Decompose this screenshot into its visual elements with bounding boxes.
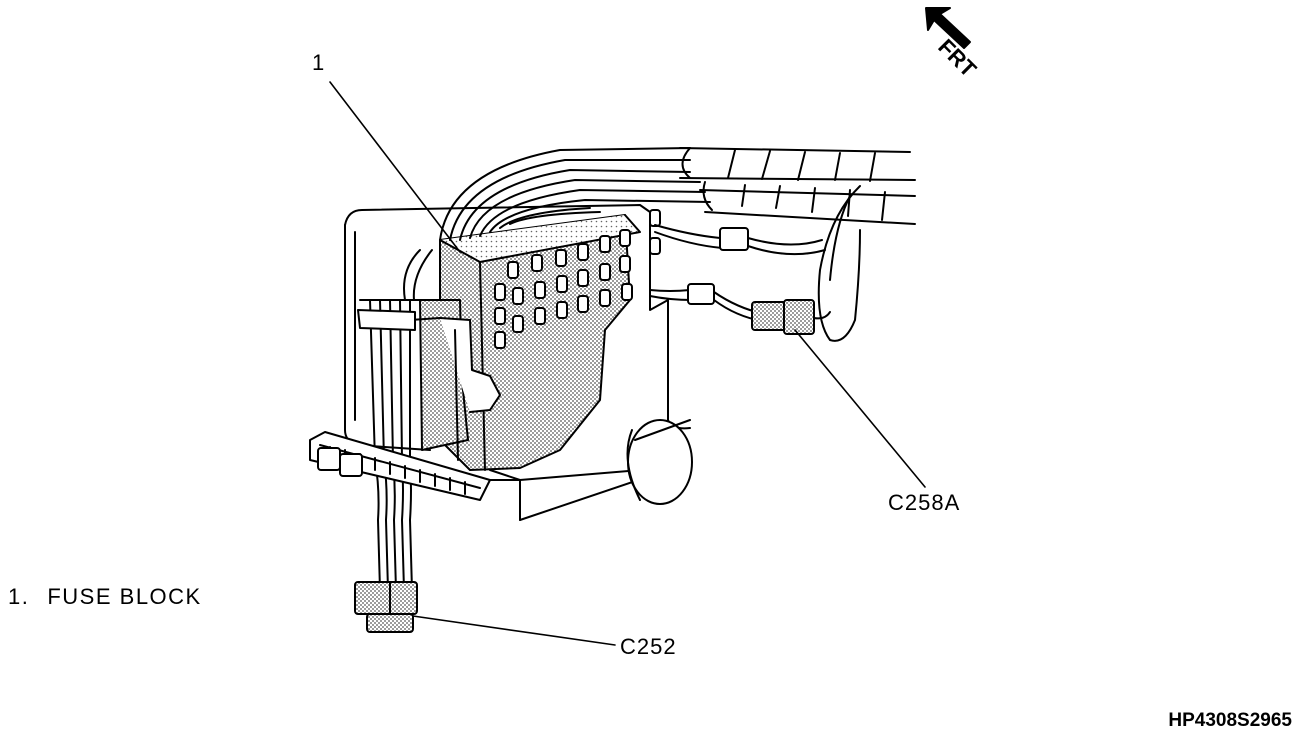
legend-text: FUSE BLOCK [47,584,202,609]
front-orientation-indicator: FRT [925,4,1020,82]
legend-number: 1. [8,584,30,609]
leader-line-c258a [794,329,926,488]
direction-arrow-icon [925,7,971,49]
fuse-cavities [494,209,661,349]
leader-lines [329,81,926,646]
upper-wire-harness [439,147,916,241]
callout-c258a: C258A [888,490,961,515]
frt-label: FRT [933,34,982,82]
tie-strap [309,431,491,501]
callout-item-1: 1 [312,50,326,75]
round-boss [626,419,693,505]
reference-code: HP4308S2965 [1168,710,1292,731]
leader-line-c252 [412,615,616,646]
side-connector [409,299,501,461]
c258a-branch-wires [649,185,861,342]
legend: 1. FUSE BLOCK [8,584,202,610]
leader-line-1 [329,81,461,253]
c252-connector [354,581,418,633]
callout-c252: C252 [620,634,677,659]
